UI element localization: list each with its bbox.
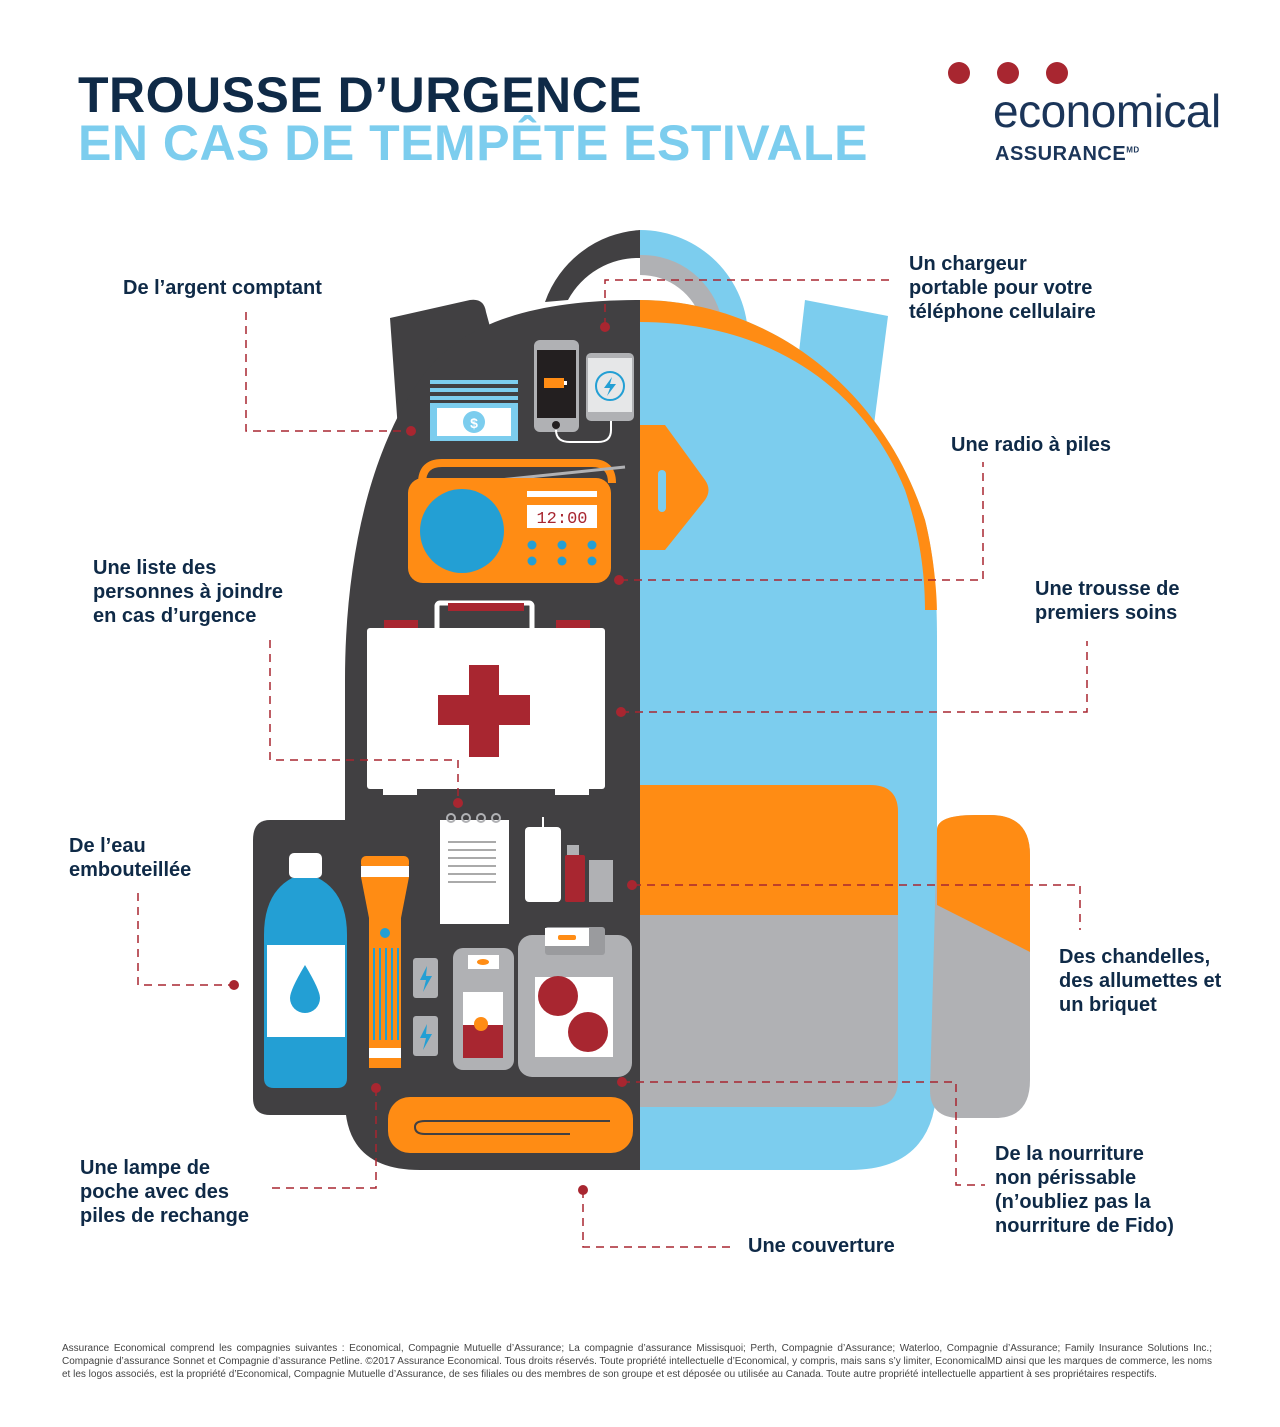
callout-dots [229,322,637,1195]
legal-footer: Assurance Economical comprend les compag… [62,1343,1212,1380]
blanket-icon [388,1097,633,1153]
flashlight-icon [361,856,409,1068]
label-first-aid: Une trousse de premiers soins [1035,578,1180,624]
svg-text:$: $ [470,415,478,431]
label-charger: Un chargeur portable pour votre téléphon… [909,253,1096,323]
batteries-icon [413,958,438,1056]
page-title: TROUSSE D’URGENCE [78,67,643,123]
notepad-icon [440,813,509,924]
water-bottle-icon [264,853,347,1088]
label-contacts: Une liste des personnes à joindre en cas… [93,557,284,627]
canned-food-icon [453,927,632,1077]
candle-lighter-matches-icon [525,817,613,902]
label-candles: Des chandelles, des allumettes et un bri… [1059,946,1222,1016]
radio-icon: 12:00 [408,459,626,583]
label-flashlight: Une lampe de poche avec des piles de rec… [80,1157,249,1227]
phone-icon [534,340,579,432]
logo-subtitle: ASSURANCEMD [995,143,1140,165]
cash-icon: $ [430,380,518,441]
label-radio: Une radio à piles [951,434,1112,456]
page-subtitle: EN CAS DE TEMPÊTE ESTIVALE [78,115,868,171]
svg-text:12:00: 12:00 [536,510,587,529]
portable-charger-icon [555,353,634,443]
label-food: De la nourriture non périssable (n’oubli… [995,1143,1174,1237]
label-cash: De l’argent comptant [123,277,322,299]
label-blanket: Une couverture [748,1235,895,1257]
backpack-right-half [640,230,1030,1170]
callout-connectors [137,279,1088,1248]
logo-wordmark: economical [993,85,1221,137]
label-water: De l’eau embouteillée [69,835,192,881]
first-aid-kit-icon [367,600,605,795]
